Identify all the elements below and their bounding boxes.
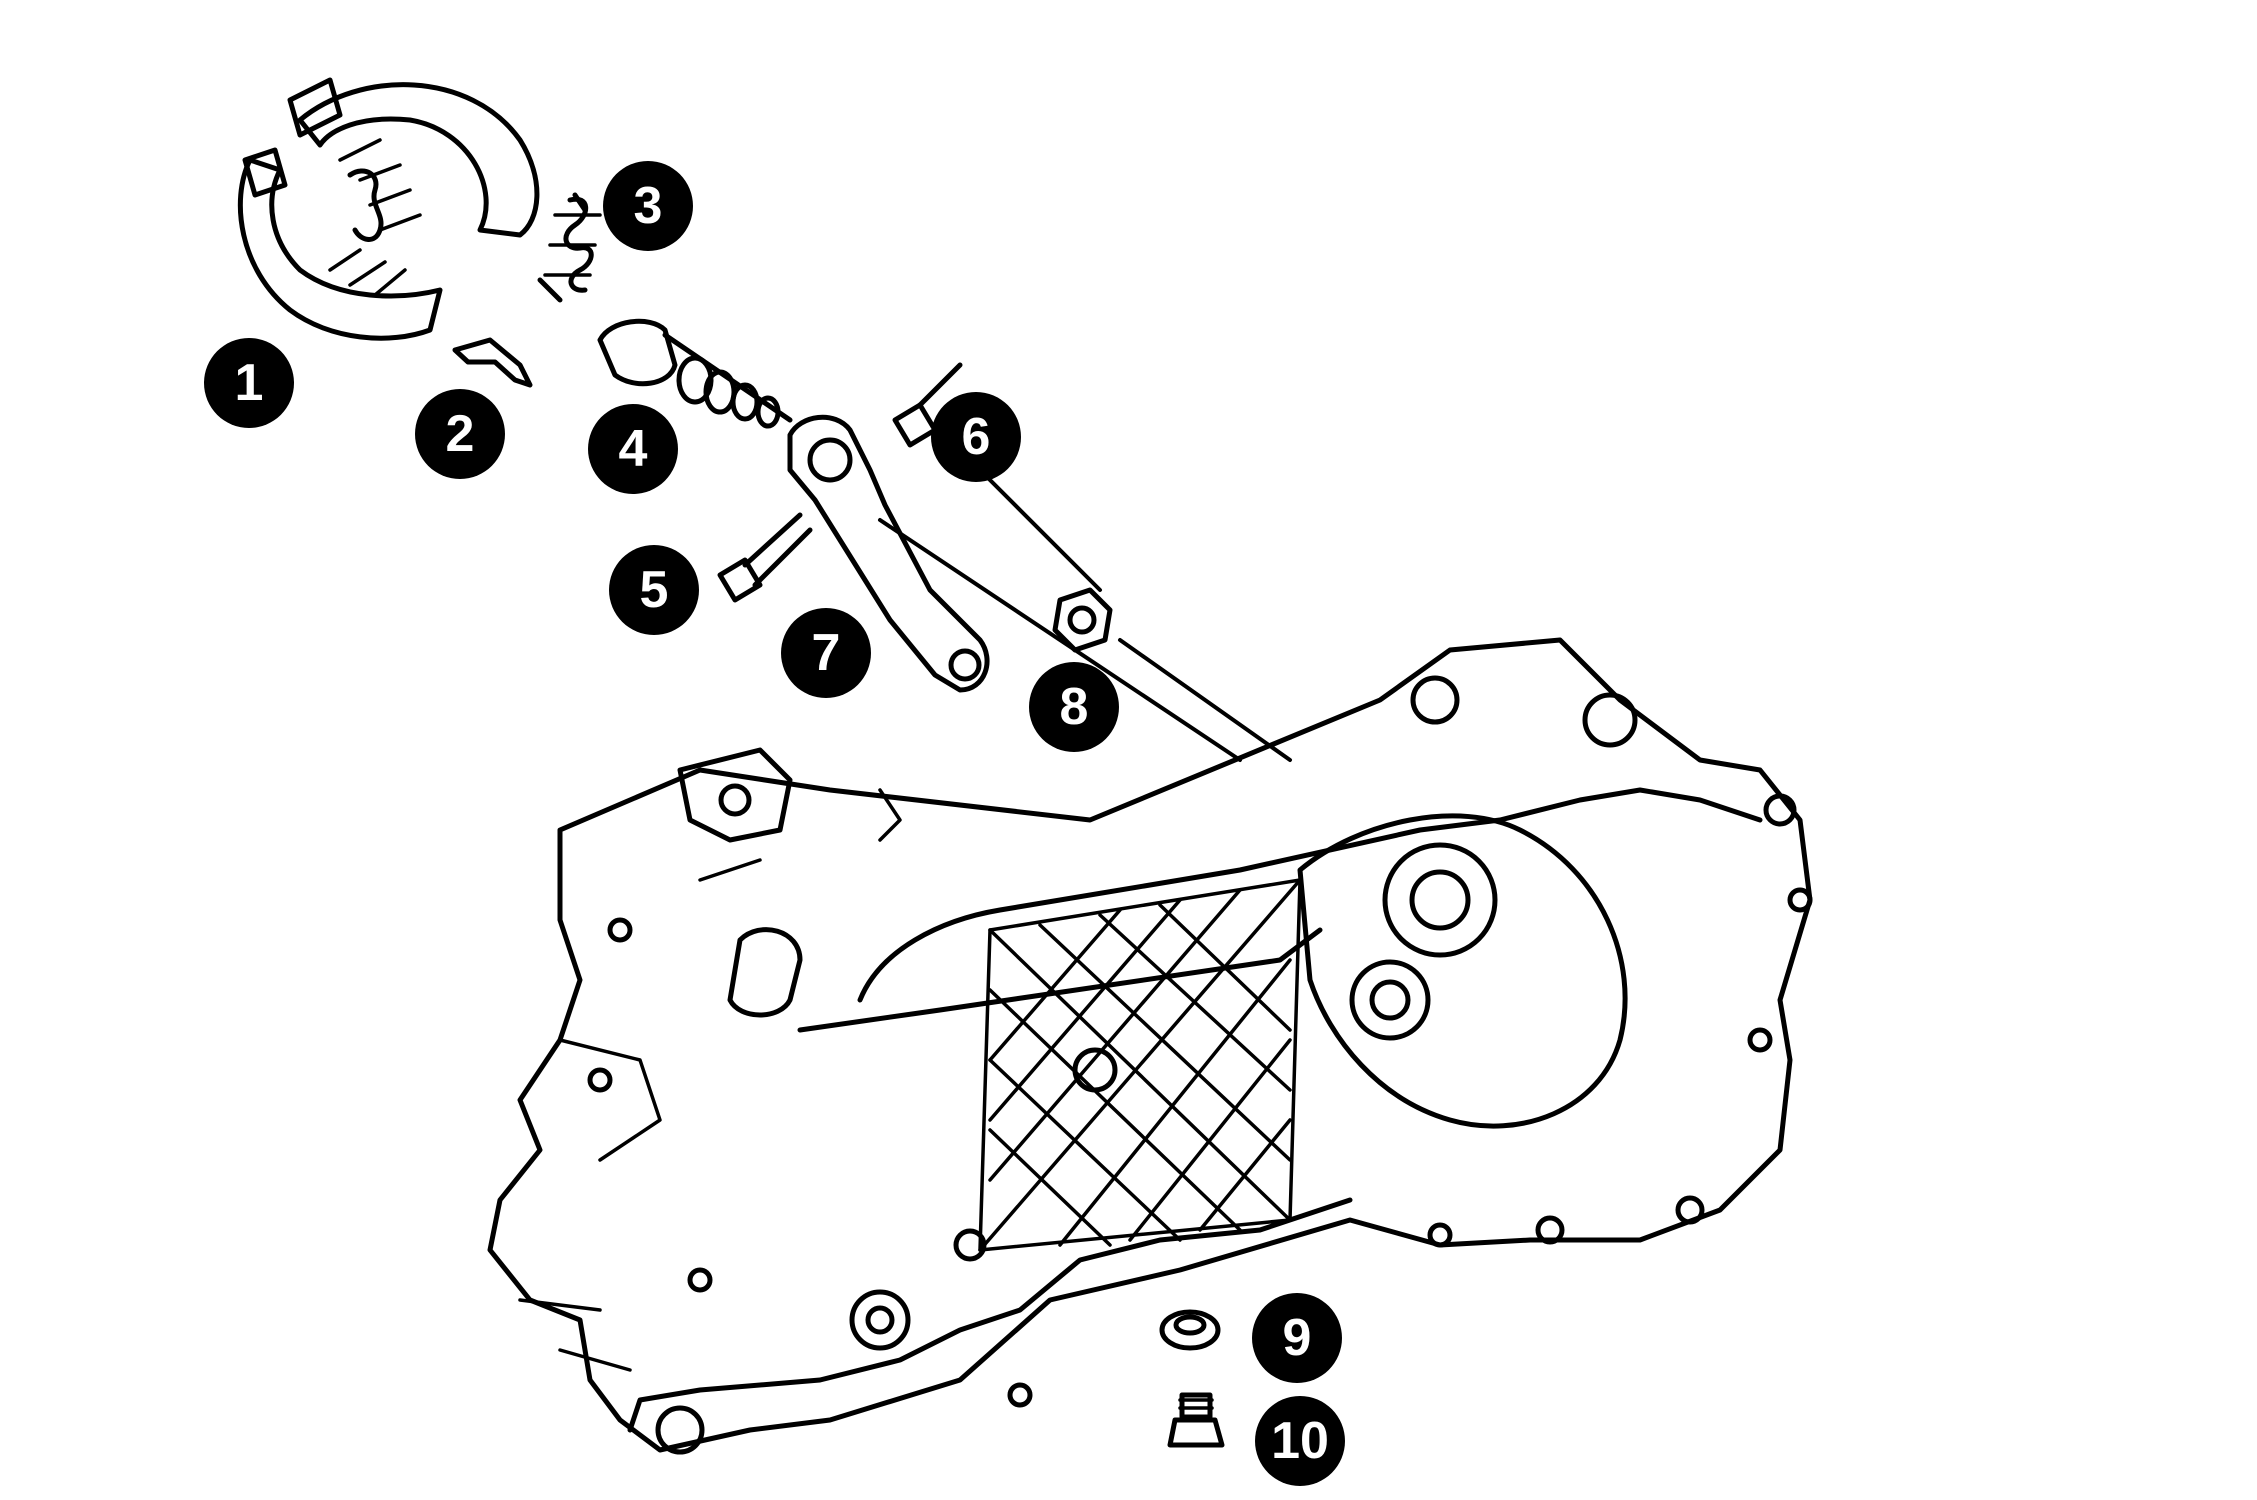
callout-label: 7	[812, 624, 841, 682]
callout-label: 1	[235, 354, 264, 412]
callout-10: 10	[1255, 1396, 1345, 1486]
crankcase-housing-part	[487, 637, 1813, 1455]
leader-line-lever	[878, 518, 1242, 762]
callout-5: 5	[609, 545, 699, 635]
callout-3: 3	[603, 161, 693, 251]
callout-4: 4	[588, 404, 678, 494]
callout-7: 7	[781, 608, 871, 698]
leader-line-nut	[1118, 638, 1292, 762]
callout-label: 4	[619, 420, 648, 478]
spring-part	[537, 192, 602, 303]
callout-label: 2	[446, 405, 475, 463]
callout-label: 8	[1060, 678, 1089, 736]
nut-part	[1052, 587, 1113, 653]
drain-plug-part	[1167, 1392, 1225, 1448]
callout-6: 6	[931, 392, 1021, 482]
washer-part	[1159, 1309, 1221, 1351]
callout-label: 9	[1283, 1309, 1312, 1367]
camshaft-part	[597, 318, 793, 429]
brake-shoes-part	[237, 77, 540, 341]
clip-part	[452, 337, 533, 388]
brake-lever-part	[787, 414, 990, 693]
callout-9: 9	[1252, 1293, 1342, 1383]
callout-label: 10	[1271, 1412, 1329, 1470]
callout-label: 5	[640, 561, 669, 619]
callout-2: 2	[415, 389, 505, 479]
callout-8: 8	[1029, 662, 1119, 752]
callout-1: 1	[204, 338, 294, 428]
callout-label: 3	[634, 177, 663, 235]
callout-label: 6	[962, 408, 991, 466]
bolt-part	[717, 512, 813, 603]
